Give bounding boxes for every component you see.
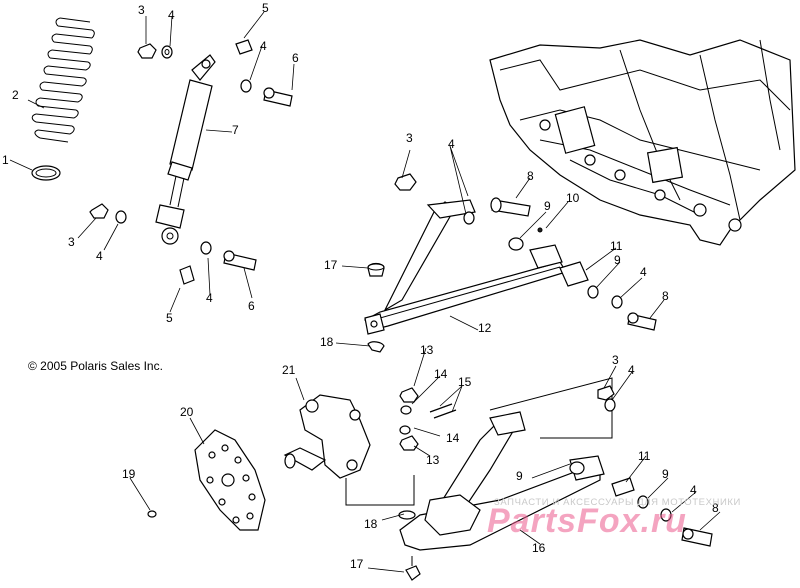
callout-label: 9 [614, 253, 621, 267]
callout-label: 19 [122, 467, 136, 481]
callout-label: 7 [232, 123, 239, 137]
watermark-logo: PartsFox.ru [487, 502, 687, 540]
callout-label: 4 [260, 39, 267, 53]
callout-label: 5 [166, 311, 173, 325]
callout-label: 8 [662, 289, 669, 303]
callout-label: 17 [350, 557, 364, 571]
callout-label: 4 [168, 8, 175, 22]
callout-label: 11 [610, 239, 623, 253]
leader-lines [9, 11, 721, 573]
callout-label: 3 [406, 131, 413, 145]
lower-arm-hardware [147, 341, 713, 581]
callout-label: 15 [458, 375, 472, 389]
callout-label: 4 [96, 249, 103, 263]
callout-label: 16 [532, 541, 546, 555]
callout-label: 14 [446, 431, 460, 445]
callout-label: 4 [640, 265, 647, 279]
frame-assembly [489, 39, 796, 246]
callout-label: 8 [712, 501, 719, 515]
callout-label: 9 [516, 469, 523, 483]
upper-a-arm [364, 199, 567, 335]
callout-label: 10 [566, 191, 580, 205]
callout-label: 6 [292, 51, 299, 65]
callout-label: 9 [544, 199, 551, 213]
shock-hardware [89, 39, 293, 285]
retainer-clip [31, 165, 61, 181]
callout-label: 20 [180, 405, 194, 419]
watermark-subtitle: ЗАПЧАСТИ И АКСЕССУАРЫ ДЛЯ МОТОТЕХНИКИ [494, 497, 741, 508]
shock-absorber [155, 54, 216, 245]
callout-label: 4 [628, 363, 635, 377]
callout-label: 4 [448, 137, 455, 151]
callout-label: 18 [320, 335, 334, 349]
lower-a-arm [399, 377, 613, 551]
callout-label: 5 [262, 1, 269, 15]
callout-label: 4 [690, 483, 697, 497]
callout-label: 13 [420, 343, 434, 357]
callout-label: 6 [248, 299, 255, 313]
coil-spring [31, 17, 95, 143]
callout-labels: 1 2 3 4 5 4 6 7 3 4 5 4 6 3 4 8 9 10 11 … [2, 1, 719, 571]
spindle-knuckle [283, 394, 415, 506]
callout-label: 9 [662, 467, 669, 481]
upper-arm-hardware [367, 173, 657, 331]
callout-label: 11 [638, 449, 651, 463]
brake-disc [194, 429, 266, 531]
callout-label: 8 [527, 169, 534, 183]
callout-label: 3 [612, 353, 619, 367]
copyright-notice: © 2005 Polaris Sales Inc. [28, 359, 163, 373]
callout-label: 14 [434, 367, 448, 381]
callout-label: 18 [364, 517, 378, 531]
callout-label: 21 [282, 363, 296, 377]
callout-label: 13 [426, 453, 440, 467]
callout-label: 3 [68, 235, 75, 249]
callout-label: 3 [138, 3, 145, 17]
callout-label: 1 [2, 153, 9, 167]
callout-label: 4 [206, 291, 213, 305]
callout-label: 2 [12, 88, 19, 102]
callout-label: 17 [324, 258, 338, 272]
callout-label: 12 [478, 321, 492, 335]
